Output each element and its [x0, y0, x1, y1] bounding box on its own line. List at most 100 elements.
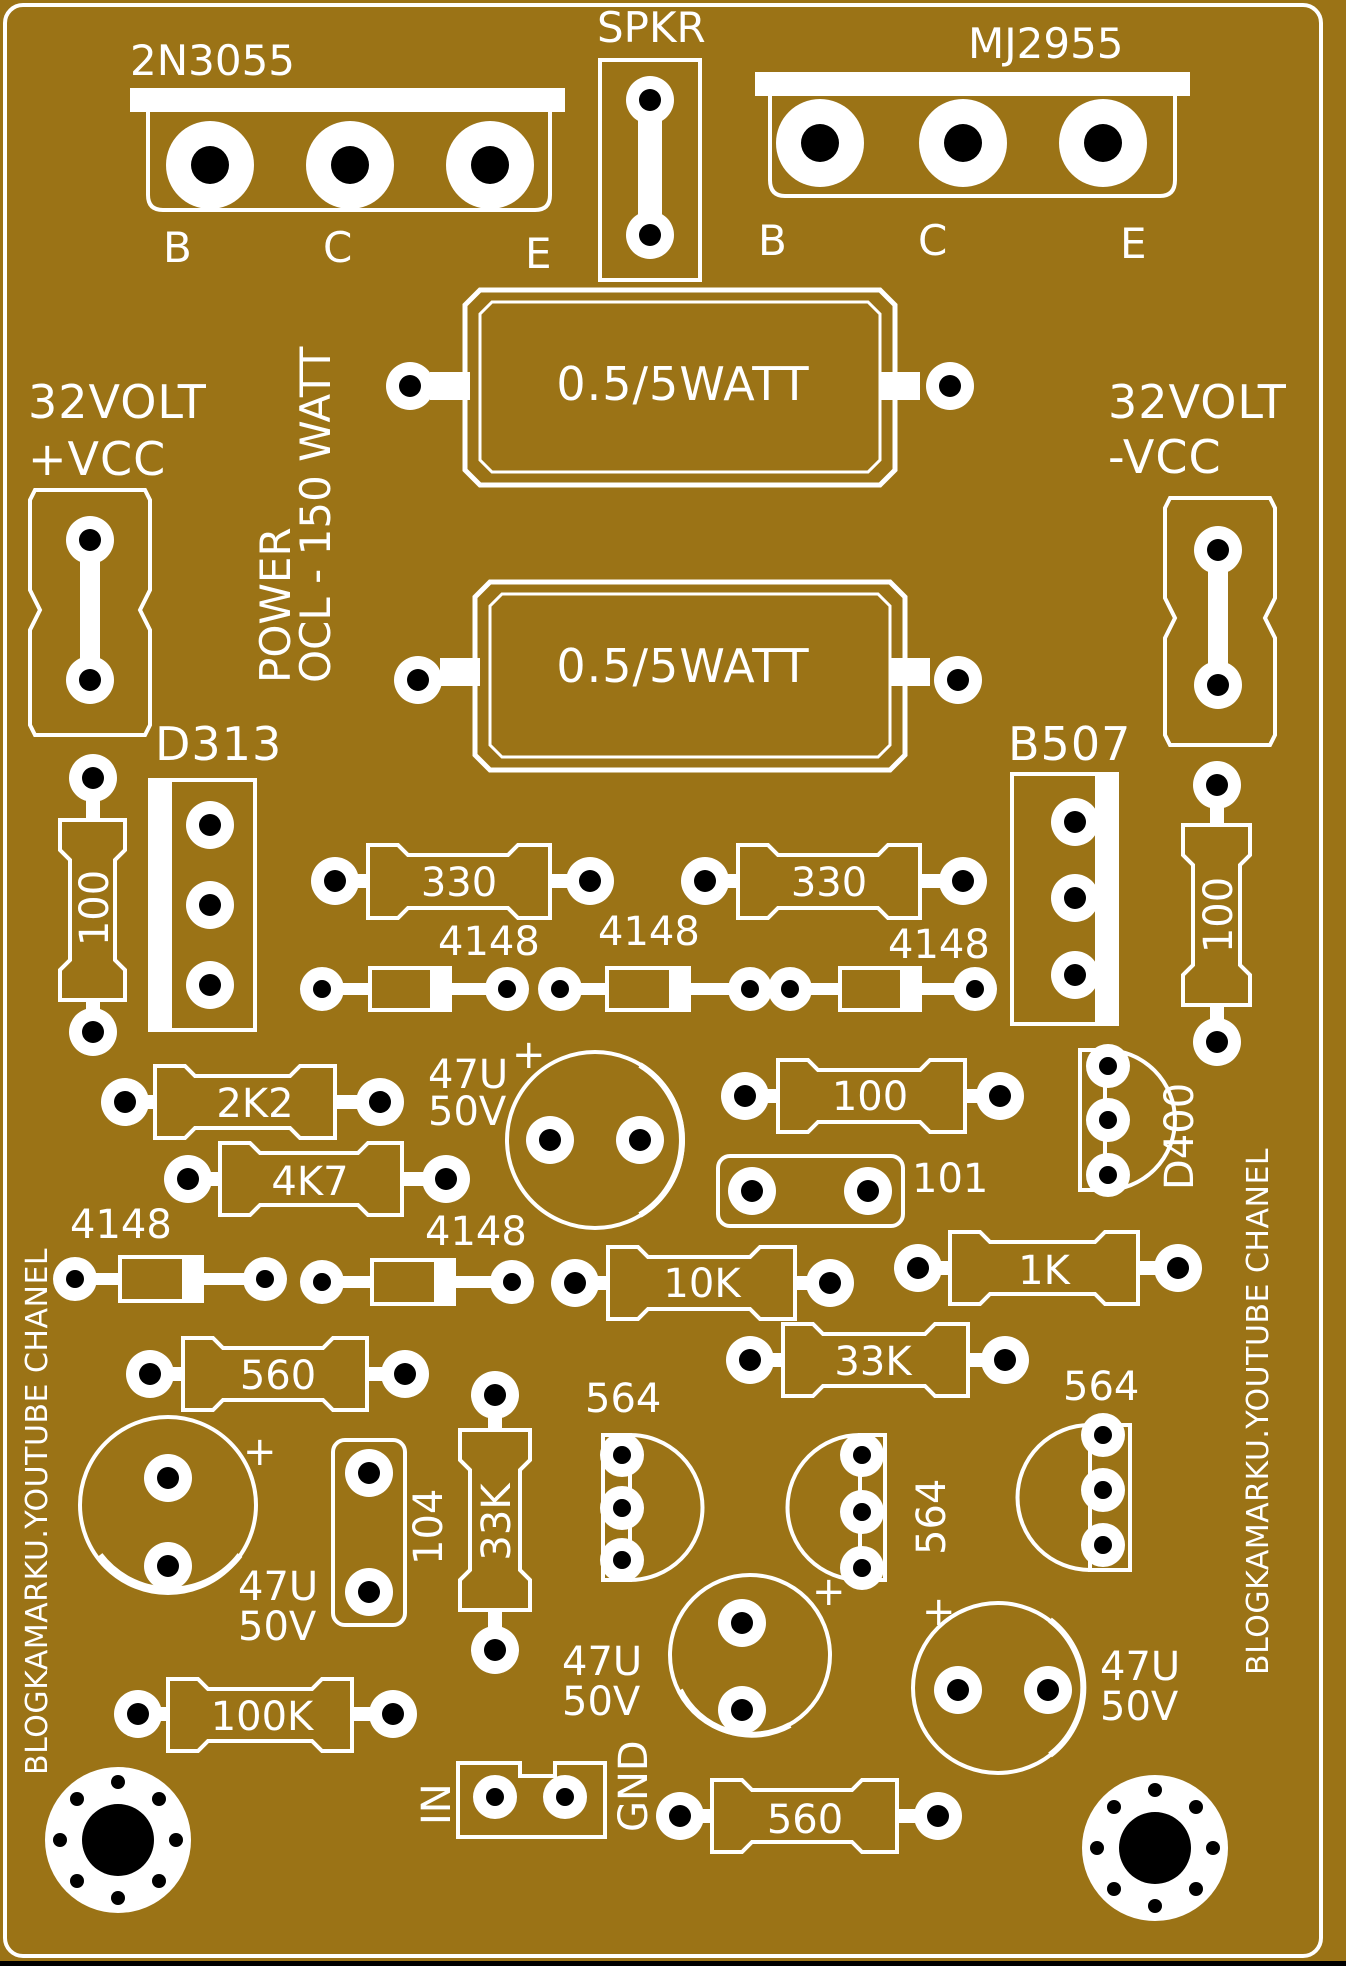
- vcc-positive-connector: 32VOLT +VCC: [28, 375, 207, 737]
- label-c47-left-plus: +: [243, 1429, 277, 1475]
- diode-4148-d: 4148: [53, 1202, 287, 1303]
- label-2n3055: 2N3055: [130, 36, 295, 85]
- label-c101: 101: [912, 1156, 988, 1202]
- resistor-1k: 1K: [894, 1230, 1202, 1306]
- label-r560-top: 560: [240, 1353, 316, 1399]
- label-c47-mid-plus: +: [812, 1569, 846, 1615]
- diode-4148-e: 4148: [300, 1209, 534, 1306]
- label-4148-b: 4148: [598, 909, 700, 955]
- input-connector: IN GND: [414, 1740, 657, 1839]
- capacitor-47u-left: + 47U 50V: [78, 1415, 318, 1650]
- label-r1k: 1K: [1018, 1248, 1071, 1294]
- label-channel-right: BLOGKAMARKU.YOUTUBE CHANEL: [1241, 1148, 1276, 1675]
- capacitor-104: 104: [331, 1438, 452, 1627]
- capacitor-101: 101: [716, 1154, 988, 1228]
- label-c47-mid-50v: 50V: [562, 1679, 641, 1725]
- vcc-negative-connector: 32VOLT -VCC: [1108, 375, 1287, 747]
- resistor-5w-top: 0.5/5WATT: [386, 287, 974, 488]
- label-power: POWER: [251, 527, 300, 683]
- diode-4148-b: 4148: [538, 909, 772, 1012]
- label-d313: D313: [155, 717, 282, 771]
- resistor-33k-vertical: 33K: [458, 1371, 532, 1674]
- resistor-4k7: 4K7: [164, 1141, 470, 1217]
- board-outline: [3, 3, 1323, 1958]
- transistor-2n3055: 2N3055 B C E: [130, 36, 565, 278]
- resistor-100k: 100K: [114, 1677, 417, 1753]
- label-spkr: SPKR: [597, 3, 706, 52]
- diode-4148-a: 4148: [300, 919, 540, 1012]
- resistor-2k2: 2K2: [101, 1064, 404, 1140]
- diode-4148-c: 4148: [768, 922, 997, 1012]
- label-r33k-vertical: 33K: [474, 1482, 520, 1561]
- transistor-b507: B507: [1008, 717, 1131, 1026]
- label-r560-bottom: 560: [767, 1797, 843, 1843]
- label-mj2955: MJ2955: [968, 19, 1124, 68]
- label-resistor-5w-bottom: 0.5/5WATT: [556, 639, 809, 693]
- label-c47-right-47u: 47U: [1100, 1644, 1180, 1690]
- label-4148-d: 4148: [70, 1202, 172, 1248]
- transistor-564-c: 564: [1015, 1364, 1139, 1572]
- transistor-mj2955: MJ2955 B C E: [755, 19, 1190, 268]
- label-32volt-negative: 32VOLT: [1108, 375, 1287, 429]
- label-in: IN: [414, 1783, 460, 1825]
- resistor-560-bottom: 560: [656, 1778, 962, 1854]
- label-r2k2: 2K2: [216, 1081, 293, 1127]
- label-r4k7: 4K7: [271, 1159, 348, 1205]
- label-gnd: GND: [611, 1740, 657, 1832]
- transistor-d313: D313: [148, 717, 282, 1032]
- resistor-100-right: 100: [1181, 761, 1252, 1066]
- transistor-564-a: 564: [585, 1376, 705, 1582]
- label-c104: 104: [406, 1489, 452, 1565]
- resistor-330-right: 330: [681, 843, 987, 920]
- label-vcc-negative: -VCC: [1108, 430, 1222, 484]
- label-vcc-positive: +VCC: [28, 432, 166, 486]
- label-564-a: 564: [585, 1376, 661, 1422]
- label-4148-e: 4148: [425, 1209, 527, 1255]
- label-4148-c: 4148: [888, 922, 990, 968]
- transistor-564-b: 564: [785, 1433, 955, 1590]
- label-resistor-5w-top: 0.5/5WATT: [556, 357, 809, 411]
- label-c47-left-50v: 50V: [238, 1604, 317, 1650]
- resistor-560-top: 560: [126, 1336, 429, 1412]
- label-c47-mid-47u: 47U: [562, 1639, 642, 1685]
- resistor-10k: 10K: [551, 1245, 854, 1321]
- label-c47-top-plus: +: [512, 1032, 546, 1078]
- capacitor-47u-right: + 47U 50V: [911, 1589, 1180, 1775]
- label-c47-top-47u: 47U: [428, 1052, 508, 1098]
- label-b507: B507: [1008, 717, 1131, 771]
- label-c47-top-50v: 50V: [428, 1089, 507, 1135]
- label-564-c: 564: [1063, 1364, 1139, 1410]
- label-channel-left: BLOGKAMARKU.YOUTUBE CHANEL: [20, 1248, 55, 1775]
- label-r330-right: 330: [791, 860, 867, 906]
- label-base-right: B: [758, 216, 787, 265]
- label-emitter-left: E: [525, 229, 552, 278]
- mounting-hole-left: [45, 1767, 191, 1913]
- label-collector-right: C: [918, 216, 947, 265]
- capacitor-47u-mid: + 47U 50V: [562, 1569, 846, 1738]
- resistor-100-mid: 100: [721, 1058, 1024, 1134]
- resistor-330-left: 330: [311, 843, 614, 920]
- label-collector-left: C: [323, 223, 352, 272]
- label-ocl-150-watt: OCL - 150 WATT: [291, 346, 340, 683]
- label-c47-right-plus: +: [922, 1589, 956, 1635]
- label-r100-right: 100: [1196, 877, 1242, 953]
- label-32volt-positive: 32VOLT: [28, 375, 207, 429]
- mounting-hole-right: [1082, 1775, 1228, 1921]
- capacitor-47u-top: 47U 50V +: [428, 1032, 685, 1230]
- label-emitter-right: E: [1120, 219, 1147, 268]
- resistor-100-left: 100: [58, 754, 127, 1056]
- label-564-b: 564: [909, 1479, 955, 1555]
- resistor-33k-horizontal: 33K: [726, 1322, 1029, 1398]
- resistor-5w-bottom: 0.5/5WATT: [394, 579, 982, 773]
- label-c47-left-47u: 47U: [238, 1564, 318, 1610]
- speaker-connector: SPKR: [597, 3, 706, 282]
- label-base-left: B: [163, 223, 192, 272]
- label-d400: D400: [1157, 1083, 1203, 1190]
- label-r10k: 10K: [663, 1261, 742, 1307]
- label-r33k-horizontal: 33K: [834, 1339, 913, 1385]
- label-4148-a: 4148: [438, 919, 540, 965]
- label-r100-mid: 100: [832, 1074, 908, 1120]
- label-c47-right-50v: 50V: [1100, 1684, 1179, 1730]
